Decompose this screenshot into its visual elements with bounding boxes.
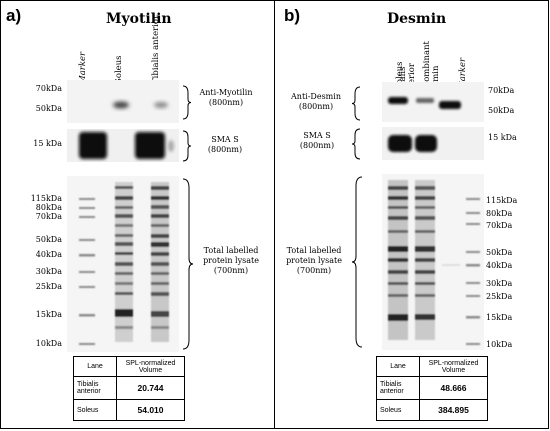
mw-label: 15kDa [486, 313, 513, 322]
mw-label: 15 kDa [33, 139, 62, 148]
total-protein-label-b-text: Total labelled protein lysate (700nm) [286, 246, 342, 275]
panel-b-frame [274, 0, 549, 429]
mw-label: 80kDa [486, 209, 513, 218]
table-cell-lane: Tibialis anterior [73, 376, 117, 400]
mw-label: 25kDa [35, 282, 62, 291]
anti-desmin-blot [382, 82, 484, 122]
total-protein-label-b: Total labelled protein lysate (700nm) [278, 246, 350, 276]
table-cell-volume: 384.895 [419, 399, 488, 421]
table-cell-lane: Soleus [73, 399, 117, 421]
mw-label: 70kDa [35, 84, 62, 93]
mw-label: 25kDa [486, 292, 513, 301]
bracket [182, 130, 192, 162]
table-cell-volume: 48.666 [419, 376, 488, 400]
bracket [351, 176, 363, 348]
anti-myotilin-blot [67, 80, 179, 123]
quantification-table-b: Lane SPL-normalized Volume Tibialis ante… [376, 356, 488, 421]
sma-s-label-a: SMA S (800nm) [200, 135, 250, 155]
mw-label: 50kDa [488, 106, 515, 115]
mw-label: 70kDa [35, 212, 62, 221]
panel-a-title: Myotilin [106, 11, 172, 27]
sma-s-label-b-text: SMA S (800nm) [299, 131, 335, 150]
mw-label: 70kDa [488, 86, 515, 95]
mw-label: 115kDa [486, 196, 518, 205]
table-cell-lane: Tibialis anterior [376, 376, 420, 400]
sma-s-blot-b [382, 127, 484, 160]
mw-label: 30kDa [35, 267, 62, 276]
table-header-volume: SPL-normalized Volume [116, 356, 185, 377]
mw-label: 15kDa [35, 310, 62, 319]
total-protein-label-a-text: Total labelled protein lysate (700nm) [203, 246, 259, 275]
mw-label: 50kDa [486, 248, 513, 257]
table-cell-lane: Soleus [376, 399, 420, 421]
mw-label: 70kDa [486, 221, 513, 230]
sma-s-label-a-text: SMA S (800nm) [207, 135, 243, 154]
panel-b-title: Desmin [387, 11, 447, 27]
table-header-lane: Lane [376, 356, 420, 377]
mw-label: 10kDa [486, 340, 513, 349]
mw-label: 10kDa [35, 339, 62, 348]
sma-s-blot-a [67, 129, 179, 162]
mw-label: 40kDa [35, 250, 62, 259]
mw-label: 50kDa [35, 235, 62, 244]
anti-myotilin-label-text: Anti-Myotilin (800nm) [199, 88, 253, 107]
table-header-volume: SPL-normalized Volume [419, 356, 488, 377]
bracket [351, 128, 361, 160]
total-protein-blot-b [382, 174, 484, 350]
mw-label: 40kDa [486, 261, 513, 270]
anti-myotilin-label: Anti-Myotilin (800nm) [196, 88, 256, 108]
mw-label: 80kDa [35, 203, 62, 212]
table-cell-volume: 54.010 [116, 399, 185, 421]
mw-label: 50kDa [35, 104, 62, 113]
sma-s-label-b: SMA S (800nm) [292, 131, 342, 151]
lane-label-tibialis-anterior: Tibialis anterior [151, 14, 161, 84]
mw-label: 15 kDa [488, 133, 517, 142]
bracket [182, 178, 194, 350]
anti-desmin-label: Anti-Desmin (800nm) [284, 92, 348, 112]
mw-label: 115kDa [30, 194, 62, 203]
panel-b-label: b) [284, 6, 301, 25]
table-cell-volume: 20.744 [116, 376, 185, 400]
anti-desmin-label-text: Anti-Desmin (800nm) [291, 92, 341, 111]
mw-label: 30kDa [486, 279, 513, 288]
panel-a-label: a) [6, 6, 22, 25]
quantification-table-a: Lane SPL-normalized Volume Tibialis ante… [73, 356, 185, 421]
table-header-lane: Lane [73, 356, 117, 377]
bracket [182, 85, 192, 120]
total-protein-label-a: Total labelled protein lysate (700nm) [195, 246, 267, 276]
bracket [351, 86, 361, 121]
total-protein-blot-a [67, 176, 179, 352]
